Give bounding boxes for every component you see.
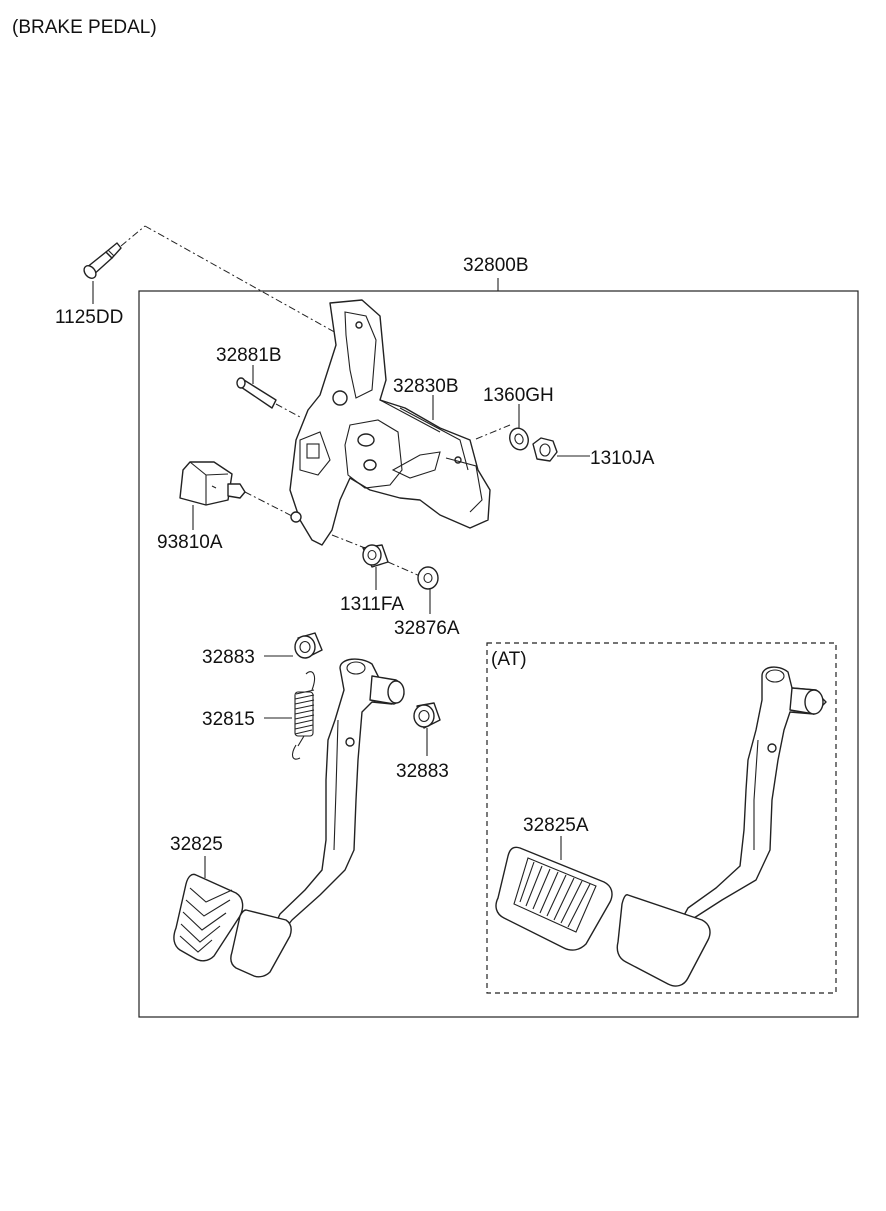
label-1311FA: 1311FA xyxy=(340,594,404,615)
return-spring-32815 xyxy=(291,671,315,760)
washer-32876A xyxy=(417,566,439,590)
bushing-dash-b xyxy=(387,561,421,577)
nut-1310JA xyxy=(532,437,558,462)
brake-pedal-arm xyxy=(267,658,405,941)
at-label: (AT) xyxy=(491,649,527,670)
bushing-dash-a xyxy=(331,534,366,549)
pedal-foot-plate-mt xyxy=(230,909,292,978)
label-1360GH: 1360GH xyxy=(483,385,554,406)
bolt-dash-a xyxy=(120,225,146,247)
label-32876A: 32876A xyxy=(394,618,460,639)
at-pedal-arm xyxy=(675,666,827,931)
label-1125DD: 1125DD xyxy=(55,307,123,328)
label-32883-upper: 32883 xyxy=(202,647,255,668)
bushing-32883-lower xyxy=(413,702,441,729)
washer-dash xyxy=(475,424,511,440)
at-variant-frame xyxy=(486,642,837,994)
bolt-1125DD xyxy=(83,242,122,279)
label-32883-lower: 32883 xyxy=(396,761,449,782)
pedal-pad-32825 xyxy=(173,873,244,962)
label-93810A: 93810A xyxy=(157,532,223,553)
pin-dash xyxy=(275,403,301,418)
label-32881B: 32881B xyxy=(216,345,282,366)
label-32825: 32825 xyxy=(170,834,223,855)
diagram-title: (BRAKE PEDAL) xyxy=(12,17,157,38)
label-1310JA: 1310JA xyxy=(590,448,655,469)
bushing-1311FA xyxy=(362,544,389,568)
label-32815: 32815 xyxy=(202,709,255,730)
pin-32881B xyxy=(236,377,277,409)
label-32825A: 32825A xyxy=(523,815,589,836)
label-32800B: 32800B xyxy=(463,255,529,276)
bushing-32883-upper xyxy=(294,632,323,659)
washer-1360GH xyxy=(509,427,529,451)
pedal-foot-plate-at xyxy=(616,894,711,987)
switch-dash xyxy=(244,491,293,517)
pedal-pad-32825A xyxy=(495,846,613,951)
pedal-bracket xyxy=(289,299,491,546)
label-32830B: 32830B xyxy=(393,376,459,397)
switch-93810A xyxy=(179,461,246,506)
bolt-dash-b xyxy=(144,225,339,335)
